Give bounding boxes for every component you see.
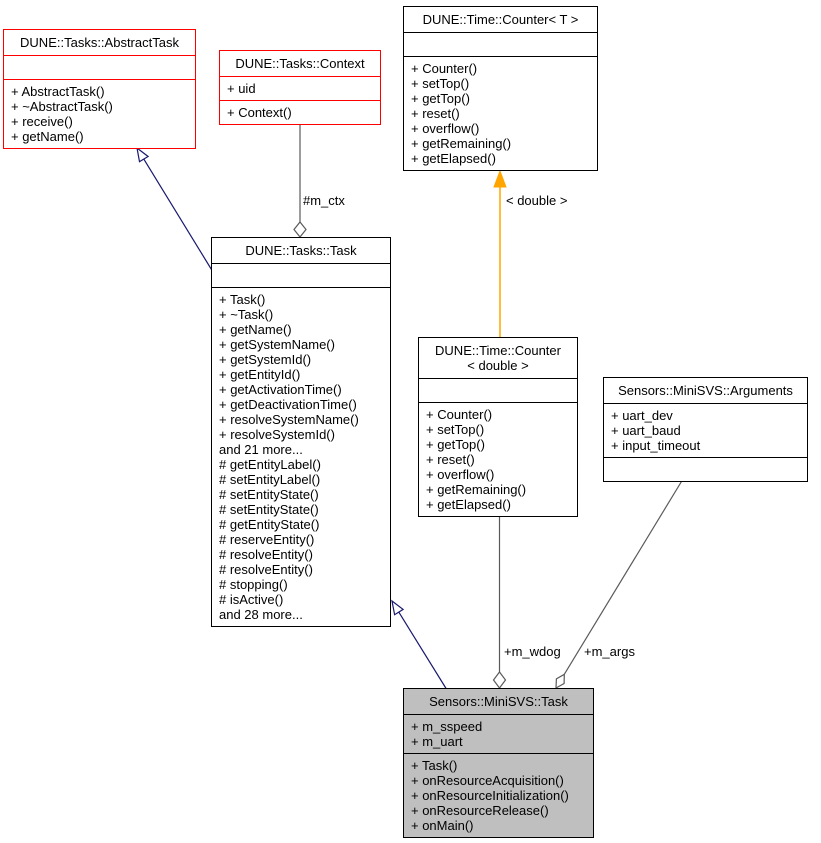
member-row: + AbstractTask() xyxy=(11,84,105,99)
member-row: + uid xyxy=(227,81,256,96)
class-title: DUNE::Tasks::Context xyxy=(235,56,365,71)
class-methods: + Counter()+ setTop()+ getTop()+ reset()… xyxy=(404,56,597,170)
member-row: + getName() xyxy=(11,129,84,144)
class-attributes: + uart_dev+ uart_baud+ input_timeout xyxy=(604,403,807,457)
member-row: + getTop() xyxy=(411,91,470,106)
aggregation-diamond-icon xyxy=(293,221,307,238)
inheritance-edge-task-to-abstracttask xyxy=(136,146,214,273)
class-methods xyxy=(604,457,807,481)
member-row: + Context() xyxy=(227,105,292,120)
edge-label-m-ctx: #m_ctx xyxy=(303,193,345,208)
member-row: + reset() xyxy=(426,452,475,467)
member-row: + resolveSystemId() xyxy=(219,427,335,442)
member-row: # setEntityState() xyxy=(219,487,319,502)
class-title: Sensors::MiniSVS::Arguments xyxy=(618,383,793,398)
class-title: DUNE::Tasks::AbstractTask xyxy=(20,35,179,50)
aggregation-edge-context-to-task xyxy=(293,123,307,238)
class-methods: + Task()+ ~Task()+ getName()+ getSystemN… xyxy=(212,287,390,626)
class-attributes xyxy=(419,378,577,402)
class-methods: + Counter()+ setTop()+ getTop()+ reset()… xyxy=(419,402,577,516)
member-row: and 28 more... xyxy=(219,607,303,622)
member-row: + ~AbstractTask() xyxy=(11,99,113,114)
member-row: + getElapsed() xyxy=(411,151,496,166)
member-row: + getDeactivationTime() xyxy=(219,397,357,412)
edge-label-m-wdog: +m_wdog xyxy=(504,644,561,659)
member-row: + overflow() xyxy=(426,467,495,482)
member-row: + getEntityId() xyxy=(219,367,301,382)
member-row: + getTop() xyxy=(426,437,485,452)
member-row: + setTop() xyxy=(411,76,470,91)
edge-label-m-args: +m_args xyxy=(584,644,635,659)
class-attributes: + m_sspeed+ m_uart xyxy=(404,714,593,753)
member-row: + getRemaining() xyxy=(411,136,512,151)
class-methods: + Task()+ onResourceAcquisition()+ onRes… xyxy=(404,753,593,837)
member-row: # reserveEntity() xyxy=(219,532,315,547)
aggregation-diamond-icon xyxy=(555,673,565,690)
member-row: # resolveEntity() xyxy=(219,547,313,562)
member-row: # resolveEntity() xyxy=(219,562,313,577)
class-title: Sensors::MiniSVS::Task xyxy=(429,694,568,709)
member-row: + getSystemName() xyxy=(219,337,335,352)
class-box-arguments[interactable]: Sensors::MiniSVS::Arguments + uart_dev+ … xyxy=(603,377,808,482)
member-row: + Counter() xyxy=(426,407,493,422)
class-box-task[interactable]: DUNE::Tasks::Task + Task()+ ~Task()+ get… xyxy=(211,237,391,627)
class-box-abstract-task[interactable]: DUNE::Tasks::AbstractTask + AbstractTask… xyxy=(3,29,196,149)
class-box-minisvs-task: Sensors::MiniSVS::Task + m_sspeed+ m_uar… xyxy=(403,688,594,838)
class-box-context[interactable]: DUNE::Tasks::Context + uid + Context() xyxy=(219,50,381,125)
member-row: + uart_baud xyxy=(611,423,681,438)
member-row: + Counter() xyxy=(411,61,478,76)
template-edge-counterdouble-to-countertemplate xyxy=(493,169,507,339)
member-row: + getName() xyxy=(219,322,292,337)
class-title: DUNE::Time::Counter < double > xyxy=(419,338,577,378)
member-row: # stopping() xyxy=(219,577,288,592)
member-row: + Task() xyxy=(411,758,458,773)
class-methods: + Context() xyxy=(220,100,380,124)
member-row: + overflow() xyxy=(411,121,480,136)
member-row: # setEntityLabel() xyxy=(219,472,321,487)
member-row: + ~Task() xyxy=(219,307,274,322)
class-attributes: + uid xyxy=(220,76,380,100)
class-title: DUNE::Tasks::Task xyxy=(245,243,357,258)
member-row: + onResourceAcquisition() xyxy=(411,773,564,788)
member-row: + uart_dev xyxy=(611,408,673,423)
class-attributes xyxy=(212,263,390,287)
member-row: + receive() xyxy=(11,114,73,129)
member-row: # getEntityLabel() xyxy=(219,457,321,472)
inheritance-arrow-icon xyxy=(391,599,405,616)
class-box-counter-template[interactable]: DUNE::Time::Counter< T > + Counter()+ se… xyxy=(403,6,598,171)
member-row: + onResourceRelease() xyxy=(411,803,549,818)
class-attributes xyxy=(404,32,597,56)
member-row: + onResourceInitialization() xyxy=(411,788,569,803)
member-row: + getElapsed() xyxy=(426,497,511,512)
class-attributes xyxy=(4,55,195,79)
member-row: # isActive() xyxy=(219,592,284,607)
member-row: + m_uart xyxy=(411,734,463,749)
member-row: + setTop() xyxy=(426,422,485,437)
class-title-line-1: DUNE::Time::Counter xyxy=(435,343,561,358)
member-row: + m_sspeed xyxy=(411,719,483,734)
template-arrow-icon xyxy=(493,169,507,188)
member-row: + Task() xyxy=(219,292,266,307)
member-row: # getEntityState() xyxy=(219,517,320,532)
class-box-counter-double[interactable]: DUNE::Time::Counter < double > + Counter… xyxy=(418,337,578,517)
member-row: and 21 more... xyxy=(219,442,303,457)
aggregation-edge-counter-to-minisvs xyxy=(492,514,507,689)
inheritance-arrow-icon xyxy=(136,146,150,163)
inheritance-edge-minisvs-to-task xyxy=(391,599,448,691)
member-row: # setEntityState() xyxy=(219,502,319,517)
member-row: + getRemaining() xyxy=(426,482,527,497)
class-title: DUNE::Time::Counter< T > xyxy=(422,12,579,27)
aggregation-diamond-icon xyxy=(492,671,507,689)
member-row: + reset() xyxy=(411,106,460,121)
class-methods: + AbstractTask()+ ~AbstractTask()+ recei… xyxy=(4,79,195,148)
member-row: + getSystemId() xyxy=(219,352,312,367)
edge-label-template-double: < double > xyxy=(506,193,568,208)
class-title-line-2: < double > xyxy=(467,358,529,373)
member-row: + resolveSystemName() xyxy=(219,412,359,427)
member-row: + input_timeout xyxy=(611,438,701,453)
member-row: + onMain() xyxy=(411,818,474,833)
member-row: + getActivationTime() xyxy=(219,382,342,397)
